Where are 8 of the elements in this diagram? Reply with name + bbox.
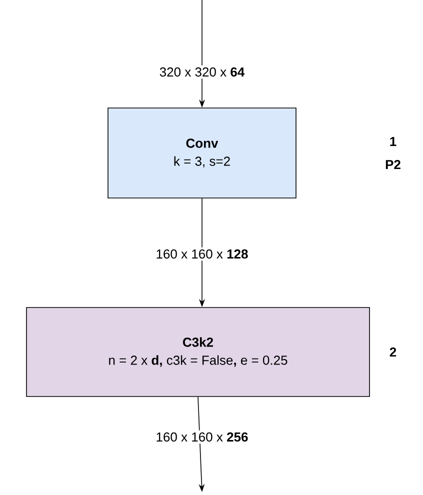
edge-label: 320 x 320 x 64: [157, 65, 247, 79]
edge-label: 160 x 160 x 256: [154, 430, 250, 444]
layer-label: 2: [390, 347, 396, 357]
layer-label: P2: [386, 160, 400, 170]
edge-label: 160 x 160 x 128: [154, 247, 250, 261]
process-box: C3k2 n = 2 x d, c3k = False, e = 0.25: [26, 307, 370, 397]
process-box: Conv k = 3, s=2: [108, 108, 296, 198]
layer-label: 1: [390, 137, 396, 146]
